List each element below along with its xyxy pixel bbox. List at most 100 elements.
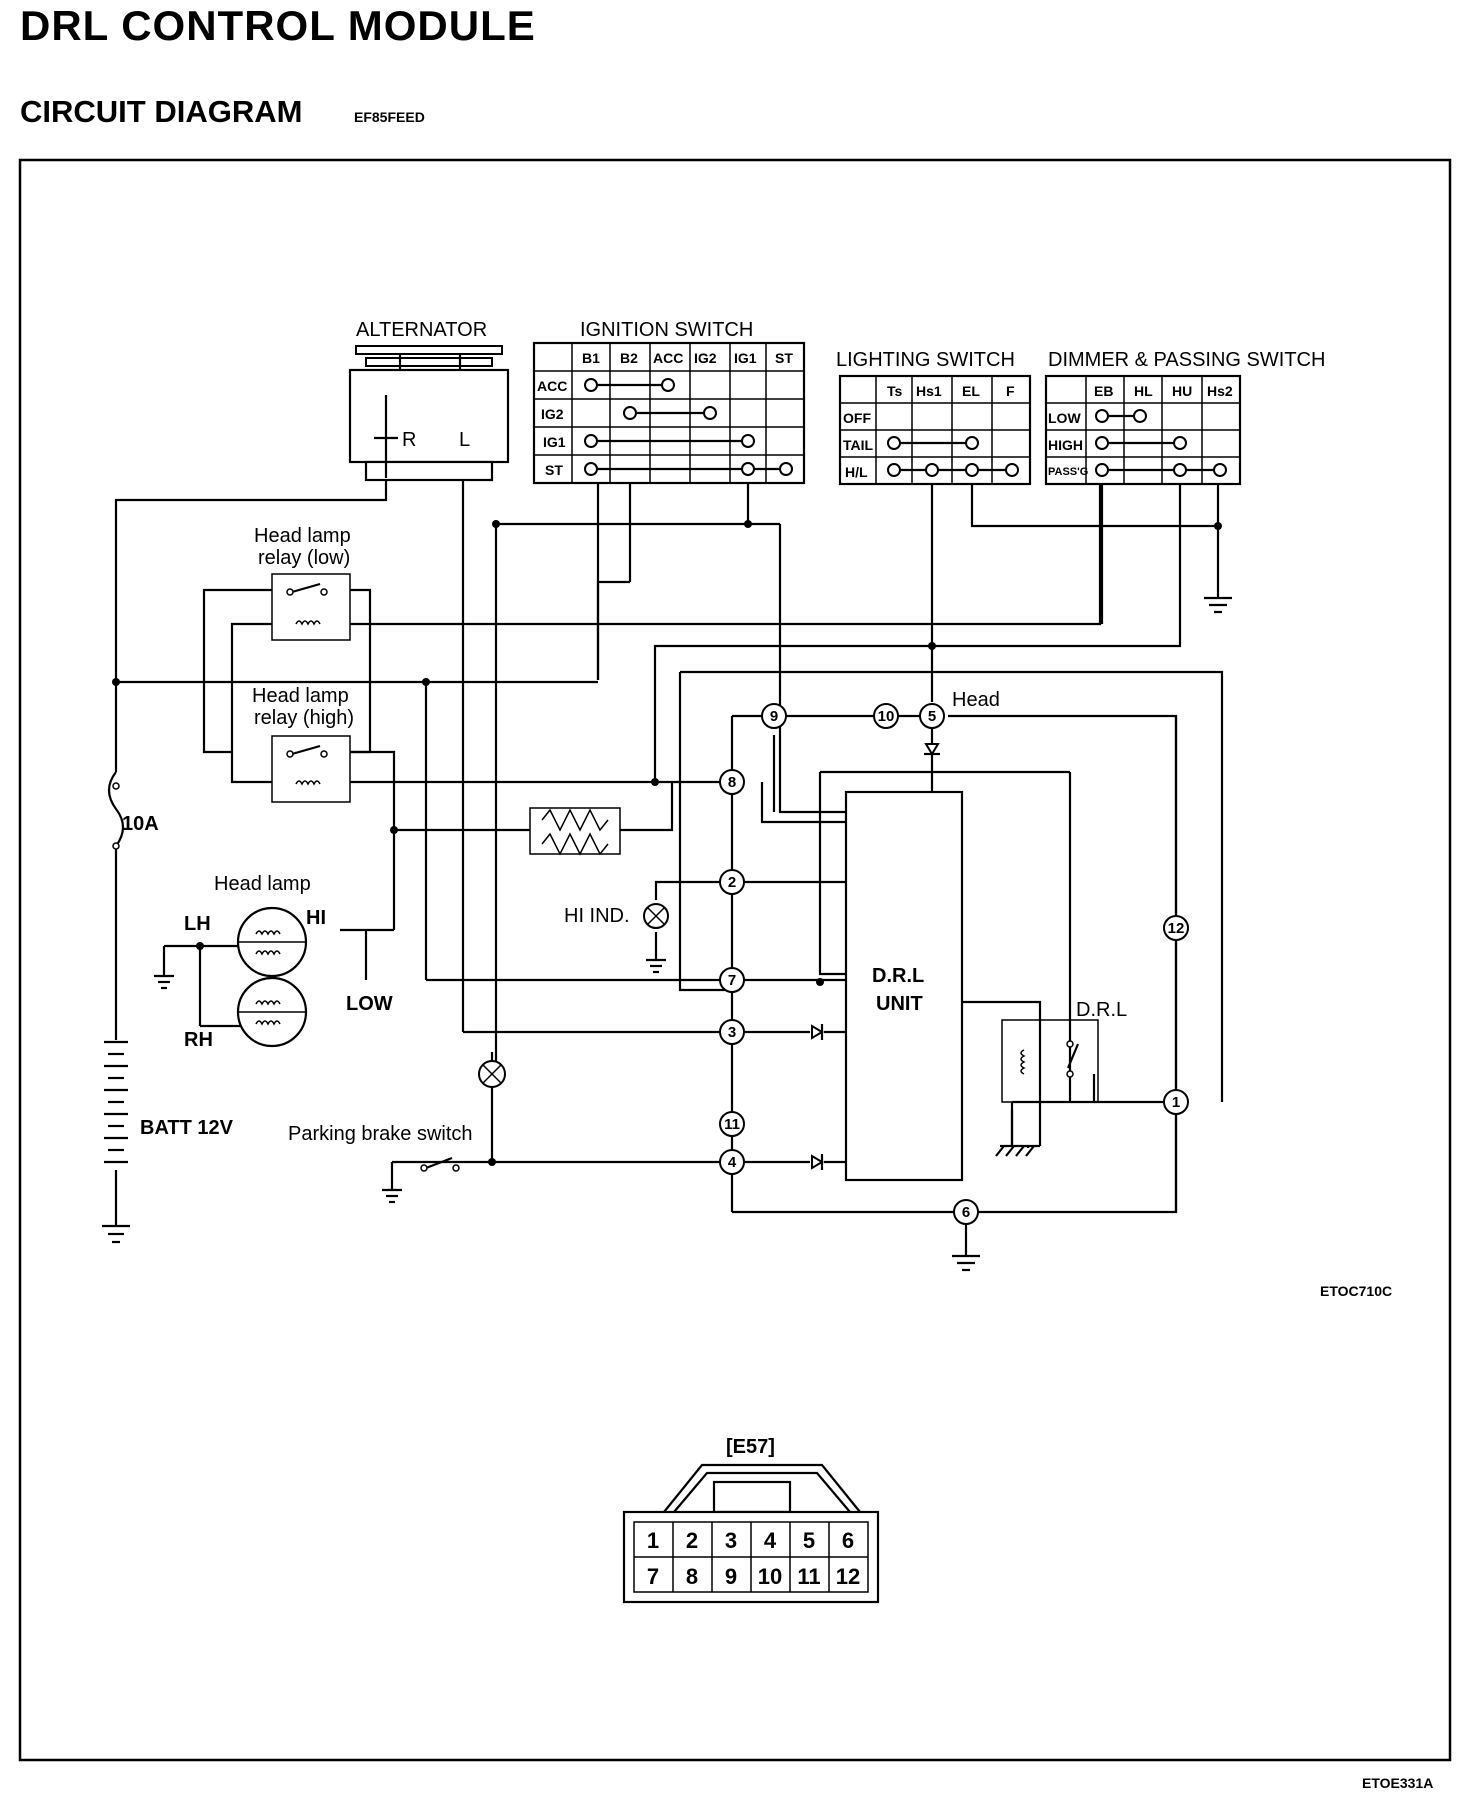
dimmer-passing-switch: DIMMER & PASSING SWITCH EB HL HU Hs2 LOW… bbox=[1044, 349, 1325, 486]
svg-text:11: 11 bbox=[724, 1116, 740, 1133]
e57-pin-5: 5 bbox=[803, 1528, 815, 1553]
diodes bbox=[811, 743, 940, 1170]
e57-pin-3: 3 bbox=[725, 1528, 737, 1553]
ign-col-ig2: IG2 bbox=[694, 350, 717, 366]
ignition-switch-title: IGNITION SWITCH bbox=[580, 319, 753, 341]
pin-2: 2 bbox=[719, 869, 745, 895]
light-row-hl: H/L bbox=[845, 464, 868, 480]
figure-code-1: ETOC710C bbox=[1320, 1283, 1392, 1299]
relay-high-line2: relay (high) bbox=[254, 707, 354, 729]
alternator-term-l: L bbox=[459, 429, 470, 451]
svg-text:5: 5 bbox=[928, 708, 936, 725]
head-lamp-title: Head lamp bbox=[214, 873, 311, 895]
drl-unit-line2: UNIT bbox=[876, 993, 923, 1015]
resistors bbox=[529, 807, 621, 856]
relay-high-line1: Head lamp bbox=[252, 685, 349, 707]
ground-lighting bbox=[1204, 596, 1232, 614]
light-col-f: F bbox=[1006, 383, 1015, 399]
e57-pin-11: 11 bbox=[797, 1564, 820, 1589]
fuse-label: 10A bbox=[122, 813, 159, 835]
alternator-term-r: R bbox=[402, 429, 416, 451]
drl-relay-label: D.R.L bbox=[1076, 999, 1127, 1021]
light-col-hs1: Hs1 bbox=[916, 383, 942, 399]
ign-col-b1: B1 bbox=[582, 350, 600, 366]
ignition-switch: IGNITION SWITCH B1 B2 ACC IG2 IG1 ST ACC… bbox=[532, 319, 806, 485]
charge-warning-lamp bbox=[478, 1052, 506, 1088]
drl-unit: D.R.L UNIT bbox=[844, 790, 964, 1182]
e57-pin-1: 1 bbox=[647, 1528, 659, 1553]
dim-col-hu: HU bbox=[1172, 383, 1192, 399]
dimmer-switch-title: DIMMER & PASSING SWITCH bbox=[1048, 349, 1325, 371]
pin-9: 9 bbox=[761, 703, 787, 729]
pin-1: 1 bbox=[1163, 1089, 1189, 1115]
light-row-off: OFF bbox=[843, 410, 871, 426]
relay-low-line1: Head lamp bbox=[254, 525, 351, 547]
dim-row-low: LOW bbox=[1048, 410, 1081, 426]
fuse: 10A bbox=[107, 771, 159, 850]
svg-text:9: 9 bbox=[770, 708, 778, 725]
dim-col-eb: EB bbox=[1094, 383, 1113, 399]
light-col-el: EL bbox=[962, 383, 980, 399]
ign-col-acc: ACC bbox=[653, 350, 683, 366]
figure-code-2: ETOE331A bbox=[1362, 1775, 1433, 1791]
head-lamp-hi: HI bbox=[306, 907, 326, 929]
alternator: ALTERNATOR R L bbox=[348, 319, 510, 482]
dim-row-high: HIGH bbox=[1048, 437, 1083, 453]
head-lamp-rh: RH bbox=[184, 1029, 213, 1051]
hi-ind-label: HI IND. bbox=[564, 905, 630, 927]
head-label: Head bbox=[952, 689, 1000, 711]
svg-text:2: 2 bbox=[728, 874, 736, 891]
connector-name: [E57] bbox=[726, 1436, 775, 1458]
parking-brake-switch: Parking brake switch bbox=[288, 1123, 473, 1204]
section-code: EF85FEED bbox=[354, 109, 425, 125]
e57-pin-9: 9 bbox=[725, 1564, 737, 1589]
pin-markers: 9 10 5 8 2 7 3 11 4 6 12 1 bbox=[719, 703, 1189, 1225]
dim-col-hl: HL bbox=[1134, 383, 1153, 399]
e57-pin-8: 8 bbox=[686, 1564, 698, 1589]
pin-6: 6 bbox=[953, 1199, 979, 1225]
e57-pin-2: 2 bbox=[686, 1528, 698, 1553]
e57-pin-10: 10 bbox=[758, 1564, 782, 1589]
pin-5: 5 bbox=[919, 703, 945, 729]
drl-unit-line1: D.R.L bbox=[872, 965, 924, 987]
e57-pin-4: 4 bbox=[764, 1528, 777, 1553]
ground-pin6 bbox=[952, 1254, 980, 1272]
page-title: DRL CONTROL MODULE bbox=[20, 2, 536, 49]
drl-relay: D.R.L bbox=[995, 999, 1127, 1157]
dim-col-hs2: Hs2 bbox=[1207, 383, 1233, 399]
ign-col-st: ST bbox=[775, 350, 793, 366]
relay-low-line2: relay (low) bbox=[258, 547, 350, 569]
light-row-tail: TAIL bbox=[843, 437, 874, 453]
pin-11: 11 bbox=[719, 1111, 745, 1137]
e57-pin-6: 6 bbox=[842, 1528, 854, 1553]
wiring bbox=[114, 480, 1224, 1256]
svg-text:6: 6 bbox=[962, 1204, 970, 1221]
ign-col-ig1: IG1 bbox=[734, 350, 757, 366]
pin-8: 8 bbox=[719, 769, 745, 795]
ign-row-ig2: IG2 bbox=[541, 406, 564, 422]
e57-pin-7: 7 bbox=[647, 1564, 659, 1589]
battery: BATT 12V bbox=[102, 1040, 234, 1244]
parking-brake-label: Parking brake switch bbox=[288, 1123, 473, 1145]
battery-label: BATT 12V bbox=[140, 1117, 234, 1139]
pin-7: 7 bbox=[719, 967, 745, 993]
pin-3: 3 bbox=[719, 1019, 745, 1045]
ign-row-acc: ACC bbox=[537, 378, 567, 394]
head-lamp-lh: LH bbox=[184, 913, 211, 935]
svg-text:3: 3 bbox=[728, 1024, 736, 1041]
dim-row-passg: PASS'G bbox=[1048, 466, 1088, 478]
head-lamp: Head lamp LH HI RH LOW bbox=[154, 873, 393, 1051]
lighting-switch: LIGHTING SWITCH Ts Hs1 EL F OFF TAIL H/L bbox=[836, 349, 1032, 486]
alternator-title: ALTERNATOR bbox=[356, 319, 487, 341]
light-col-ts: Ts bbox=[887, 383, 903, 399]
head-lamp-low: LOW bbox=[346, 993, 393, 1015]
lighting-switch-title: LIGHTING SWITCH bbox=[836, 349, 1015, 371]
connector-e57: [E57] 1 2 3 4 5 6 7 8 9 10 11 12 bbox=[622, 1436, 880, 1604]
relay-low: Head lamp relay (low) bbox=[254, 525, 351, 626]
hi-indicator: HI IND. bbox=[564, 903, 669, 974]
svg-text:8: 8 bbox=[728, 774, 736, 791]
svg-text:1: 1 bbox=[1172, 1094, 1180, 1111]
svg-text:12: 12 bbox=[1168, 920, 1185, 937]
ign-row-ig1: IG1 bbox=[543, 434, 566, 450]
